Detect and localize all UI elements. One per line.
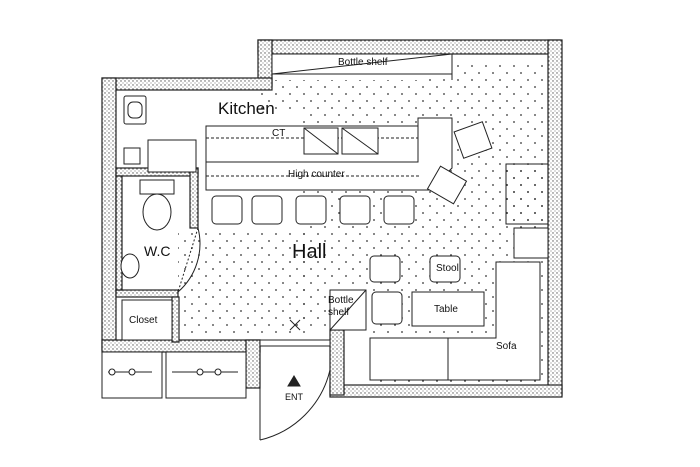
seating — [369, 255, 541, 381]
ct-label: CT — [272, 128, 286, 139]
closet-label: Closet — [129, 315, 158, 326]
entrance-door — [259, 319, 331, 441]
right-fixtures — [505, 163, 549, 259]
entrance-label: ENT — [285, 392, 303, 402]
storage-boxes — [101, 351, 247, 399]
kitchen-label: Kitchen — [218, 99, 275, 118]
entrance-arrow-icon — [287, 375, 301, 387]
bottle-shelf-top-label: Bottle shelf — [338, 57, 388, 68]
bottle-shelf-lower — [329, 289, 367, 331]
sofa-label: Sofa — [496, 341, 517, 352]
bottle-shelf-top — [271, 53, 453, 80]
wc-label: W.C — [144, 243, 171, 259]
bottle-shelf-lower-label-2: shelf — [328, 307, 350, 318]
high-counter-label: High counter — [288, 169, 345, 180]
wc-fixtures — [120, 179, 201, 293]
kitchen-fixtures — [123, 95, 493, 205]
hall-label: Hall — [292, 241, 327, 263]
table-label: Table — [434, 304, 458, 315]
stool-label: Stool — [436, 263, 459, 274]
closet — [121, 299, 173, 341]
bottle-shelf-lower-label-1: Bottle — [328, 295, 354, 306]
bar-stools — [211, 195, 415, 225]
